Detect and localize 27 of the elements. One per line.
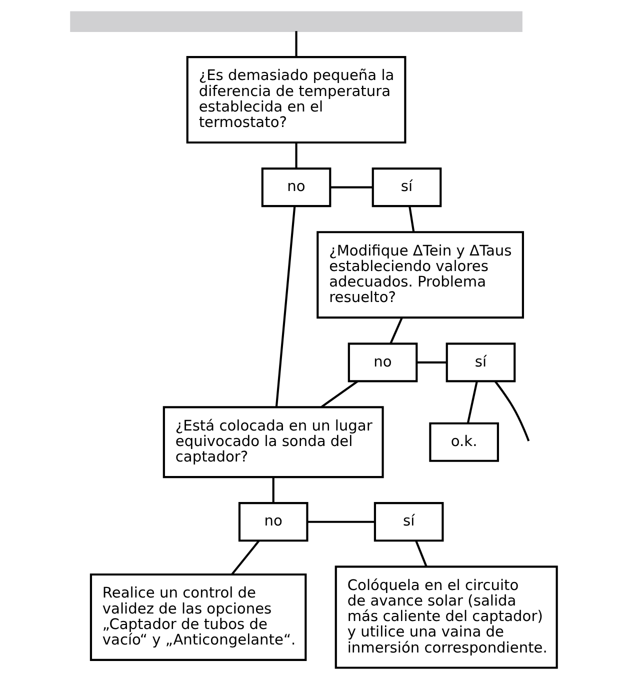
connector <box>390 317 403 344</box>
connector <box>307 520 375 523</box>
node-box: no <box>261 168 332 208</box>
node-box: Realice un control de validez de las opciones „Captador de tubos de vacío“ y „Anticongelante“. <box>90 573 307 661</box>
node-box: ¿Está colocada en un lugar equivocado la sonda del captador? <box>162 406 384 478</box>
connector <box>320 380 358 408</box>
node-box: ¿Es demasiado pequeña la diferencia de temperatura establecida en el termostato? <box>186 56 406 144</box>
connector <box>466 381 478 424</box>
connector <box>231 540 260 575</box>
connector <box>295 31 298 57</box>
node-box: sí <box>372 168 442 208</box>
node-box: no <box>238 502 308 542</box>
connector <box>494 380 530 442</box>
connector <box>415 540 428 567</box>
node-box: sí <box>446 342 516 382</box>
connector <box>275 206 296 408</box>
node-box: no <box>348 342 418 382</box>
connector <box>295 142 298 168</box>
connector <box>272 477 274 503</box>
connector <box>416 361 447 364</box>
node-box: ¿Modifique ΔTein y ΔTaus estableciendo valores adecuados. Problema resuelto? <box>316 231 524 319</box>
node-box: sí <box>374 502 444 542</box>
connector <box>330 186 373 188</box>
node-box: o.k. <box>429 422 499 462</box>
connector <box>408 206 415 232</box>
node-box: Colóquela en el circuito de avance solar (salida más caliente del captador) y utilice una vaina de inmersión correspondiente. <box>334 566 558 669</box>
node-bar <box>70 11 522 32</box>
